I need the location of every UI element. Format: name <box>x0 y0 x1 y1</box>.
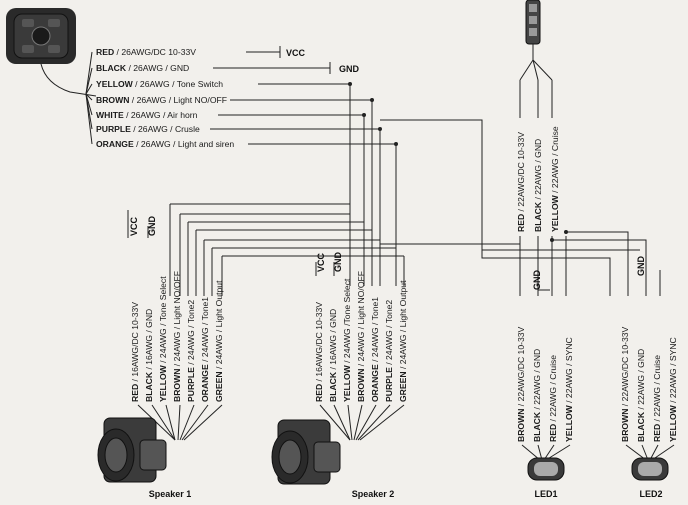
light-bar-wire-yellow: YELLOW / 22AWG / Cruise <box>550 126 560 232</box>
speaker-2-caption: Speaker 2 <box>352 489 395 499</box>
speaker-2-harness: VCC GND <box>315 218 405 441</box>
light-bar-icon <box>519 0 553 81</box>
speaker-icon <box>271 419 341 485</box>
speaker-1-wire-brown: BROWN / 24AWG / Light NO/OFF <box>172 271 182 402</box>
speaker-1-wire-red: RED / 16AWG/DC 10-33V <box>130 302 140 402</box>
speaker-2-wire-green: GREEN / 24AWG / Light Output <box>398 280 408 402</box>
led-2-gnd-label: GND <box>636 256 646 277</box>
controller-wire-white: WHITE / 26AWG / Air horn <box>96 110 198 120</box>
siren-controller-icon <box>6 8 97 97</box>
led-2-wire-red: RED / 22AWG / Cruise <box>652 355 662 442</box>
led-2-wire-yellow: YELLOW / 22AWG / SYNC <box>668 337 678 442</box>
controller-vcc-label: VCC <box>286 48 306 58</box>
speaker-2-wire-purple: PURPLE / 24AWG / Tone2 <box>384 300 394 402</box>
speaker-2-wire-brown: BROWN / 24AWG / Light NO/OFF <box>356 271 366 402</box>
led-2-wire-labels: BROWN / 22AWG/DC 10-33V BLACK / 22AWG / … <box>620 326 678 442</box>
speaker-1-caption: Speaker 1 <box>149 489 192 499</box>
led-1-wire-red: RED / 22AWG / Cruise <box>548 355 558 442</box>
speaker-1-wire-yellow: YELLOW / 24AWG / Tone Select <box>158 276 168 402</box>
led-light-icon <box>625 444 675 481</box>
controller-wire-red: RED / 26AWG/DC 10-33V <box>96 47 196 57</box>
speaker-2-wire-orange: ORANGE / 24AWG / Tone1 <box>370 297 380 402</box>
speaker-2-gnd-label: GND <box>333 252 343 273</box>
controller-wire-black: BLACK / 26AWG / GND <box>96 63 189 73</box>
speaker-1-harness: VCC GND <box>127 203 404 441</box>
speaker-2-wire-black: BLACK / 16AWG / GND <box>328 309 338 402</box>
led-1-gnd-label: GND <box>532 270 542 291</box>
light-bar-wire-red: RED / 22AWG/DC 10-33V <box>516 132 526 232</box>
led-1-wire-black: BLACK / 22AWG / GND <box>532 349 542 442</box>
speaker-1-wire-purple: PURPLE / 24AWG / Tone2 <box>186 300 196 402</box>
controller-wire-purple: PURPLE / 26AWG / Crusle <box>96 124 200 134</box>
controller-wire-labels: RED / 26AWG/DC 10-33V BLACK / 26AWG / GN… <box>96 47 234 149</box>
speaker-2-wire-red: RED / 16AWG/DC 10-33V <box>314 302 324 402</box>
speaker-2-wire-yellow: YELLOW / 24AWG /Tone Select <box>342 278 352 402</box>
speaker-1-wire-green: GREEN / 24AWG / Light Output <box>214 280 224 402</box>
controller-wire-orange: ORANGE / 26AWG / Light and siren <box>96 139 234 149</box>
speaker-1-gnd-label: GND <box>147 216 157 237</box>
speaker-icon <box>97 417 167 483</box>
led-1-wire-yellow: YELLOW / 22AWG / SYNC <box>564 337 574 442</box>
light-bar-wire-black: BLACK / 22AWG / GND <box>533 139 543 232</box>
controller-wires: VCC GND <box>210 46 640 270</box>
led-1-caption: LED1 <box>534 489 557 499</box>
led-2-wire-black: BLACK / 22AWG / GND <box>636 349 646 442</box>
speaker-1-wire-black: BLACK / 16AWG / GND <box>144 309 154 402</box>
led-2-caption: LED2 <box>639 489 662 499</box>
led-1-wire-brown: BROWN / 22AWG/DC 10-33V <box>516 326 526 442</box>
speaker-1-vcc-label: VCC <box>129 216 139 236</box>
speaker-1-wire-labels: RED / 16AWG/DC 10-33V BLACK / 16AWG / GN… <box>130 271 224 402</box>
light-bar-wire-labels: RED / 22AWG/DC 10-33V BLACK / 22AWG / GN… <box>516 126 560 232</box>
led-1-wire-labels: BROWN / 22AWG/DC 10-33V BLACK / 22AWG / … <box>516 326 574 442</box>
speaker-2-wire-labels: RED / 16AWG/DC 10-33V BLACK / 16AWG / GN… <box>314 271 408 402</box>
led-light-icon <box>521 444 571 481</box>
light-bar-wires <box>481 80 661 296</box>
controller-harness <box>85 51 93 145</box>
controller-gnd-label: GND <box>339 64 360 74</box>
led-2-wire-brown: BROWN / 22AWG/DC 10-33V <box>620 326 630 442</box>
controller-wire-yellow: YELLOW / 26AWG / Tone Switch <box>96 79 223 89</box>
speaker-2-vcc-label: VCC <box>316 252 326 272</box>
controller-wire-brown: BROWN / 26AWG / Light NO/OFF <box>96 95 227 105</box>
speaker-1-wire-orange: ORANGE / 24AWG / Tone1 <box>200 297 210 402</box>
